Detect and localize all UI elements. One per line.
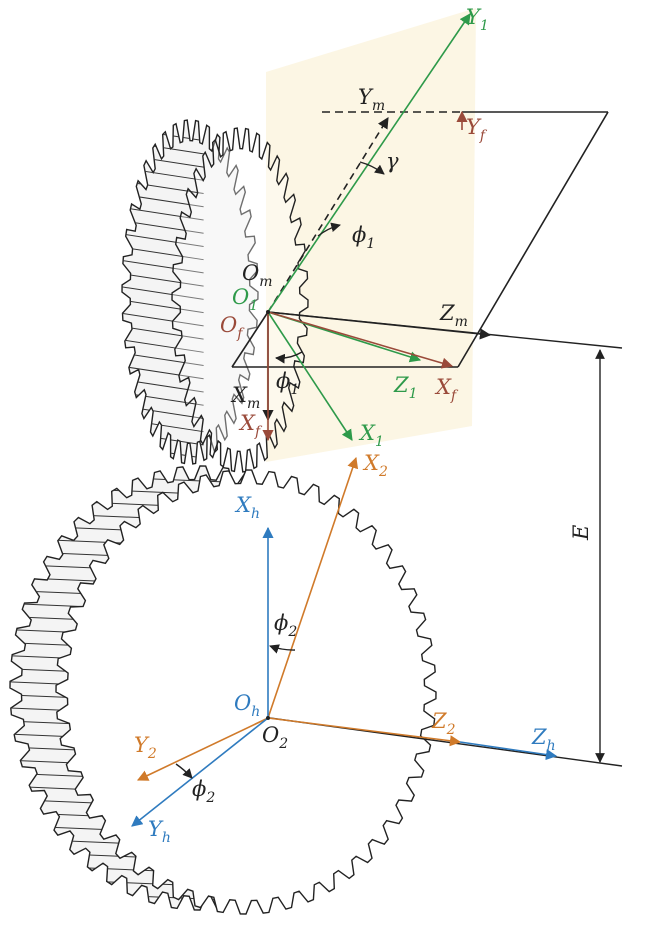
label-phi2-mid: ϕ2 bbox=[274, 611, 297, 640]
label-ym: Ym bbox=[358, 85, 385, 114]
label-gamma: γ bbox=[386, 149, 399, 173]
label-x1: X1 bbox=[358, 421, 384, 450]
label-zm: Zm bbox=[439, 301, 468, 330]
label-o2: O2 bbox=[262, 723, 288, 752]
label-yh: Yh bbox=[148, 817, 171, 846]
label-z2: Z2 bbox=[431, 709, 456, 738]
label-e: E bbox=[569, 525, 593, 541]
label-x2: X2 bbox=[362, 451, 388, 480]
label-xm: Xm bbox=[230, 383, 260, 412]
label-xf-right: Xf bbox=[434, 375, 459, 404]
label-phi2-low: ϕ2 bbox=[192, 777, 215, 806]
transverse-plane bbox=[266, 8, 476, 462]
pinion-gear bbox=[121, 119, 309, 473]
label-of: Of bbox=[220, 313, 245, 342]
label-y2: Y2 bbox=[134, 733, 157, 762]
origin-o2 bbox=[266, 716, 270, 720]
wheel-gear bbox=[9, 465, 437, 915]
frame-f-axes bbox=[262, 110, 468, 442]
label-phi1-low: ϕ1 bbox=[276, 369, 299, 398]
angle-arcs bbox=[175, 161, 385, 779]
label-yf: Yf bbox=[466, 115, 488, 144]
label-xh: Xh bbox=[234, 493, 260, 522]
origin-o1 bbox=[266, 310, 270, 314]
label-y1: Y1 bbox=[466, 5, 489, 34]
frame-h-axes bbox=[131, 526, 558, 827]
label-z1: Z1 bbox=[393, 373, 418, 402]
label-om: Om bbox=[242, 261, 273, 290]
label-zh: Zh bbox=[531, 725, 556, 754]
label-o1: O1 bbox=[232, 285, 258, 314]
pitch-plane bbox=[231, 111, 609, 368]
label-oh: Oh bbox=[234, 691, 260, 720]
label-phi1-top: ϕ1 bbox=[352, 223, 375, 252]
frame-2-axes bbox=[136, 456, 462, 781]
label-xf-low: Xf bbox=[238, 411, 263, 440]
